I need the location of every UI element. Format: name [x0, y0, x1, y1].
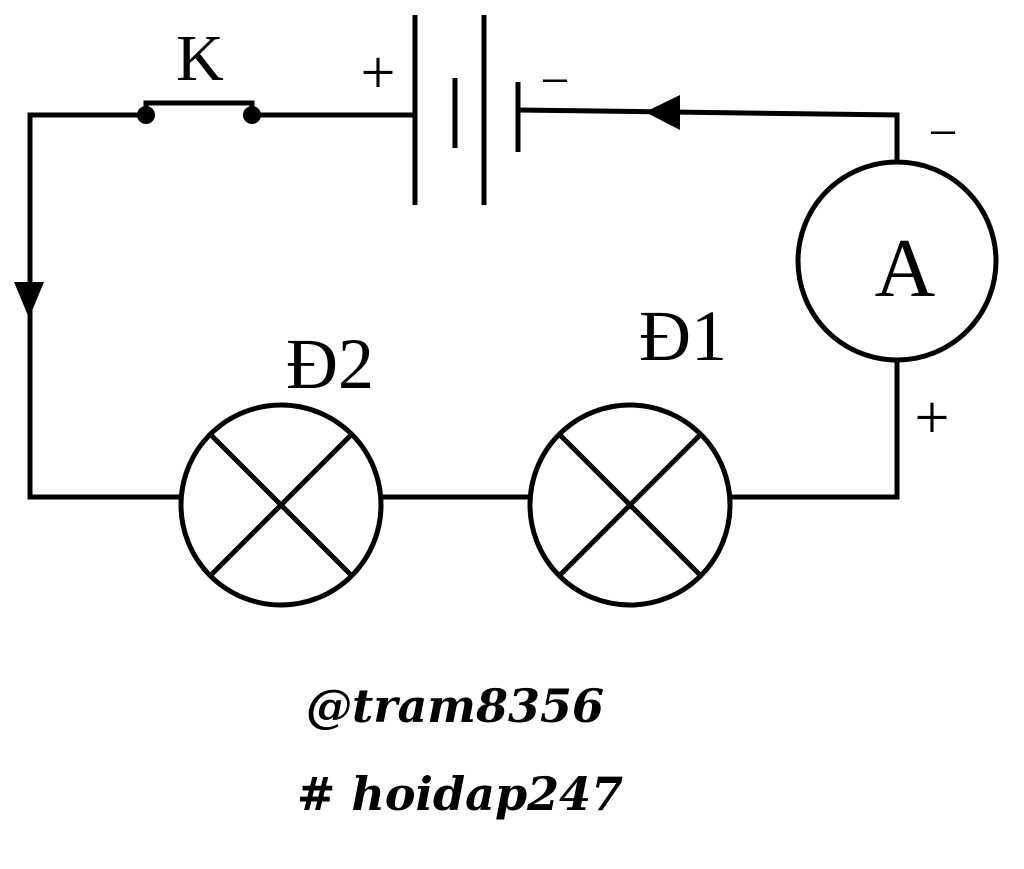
battery-minus-label: −: [540, 53, 569, 110]
wires: [27, 107, 900, 500]
ammeter-minus-label: −: [928, 105, 957, 162]
current-arrow-left-icon: [14, 282, 44, 318]
battery-plus-label: +: [361, 39, 396, 107]
ammeter: A − +: [795, 105, 999, 452]
lamp-d2-cross-b: [208, 432, 354, 578]
credit-site: # hoidap247: [297, 767, 623, 821]
switch-terminal-right: [243, 106, 261, 124]
wire-left: [27, 112, 180, 500]
lamp-d1-label: Đ1: [639, 296, 727, 376]
ammeter-body: [795, 159, 999, 363]
lamp-d1-cross-b: [557, 432, 703, 578]
current-arrow-top-icon: [645, 95, 680, 130]
switch-k: K: [137, 22, 261, 124]
lamp-d1: Đ1: [527, 296, 733, 608]
battery: + −: [361, 15, 570, 205]
credit-author: @tram8356: [306, 679, 604, 733]
wire-battery-ammeter: [517, 107, 900, 160]
switch-terminal-left: [137, 106, 155, 124]
lamp-d2: Đ2: [178, 324, 384, 608]
ammeter-plus-label: +: [915, 384, 950, 452]
wire-ammeter-lamp1: [732, 362, 900, 500]
switch-label: K: [176, 22, 224, 95]
lamp-d2-label: Đ2: [286, 324, 374, 404]
switch-contact: [143, 100, 255, 112]
ammeter-label: A: [875, 222, 936, 315]
